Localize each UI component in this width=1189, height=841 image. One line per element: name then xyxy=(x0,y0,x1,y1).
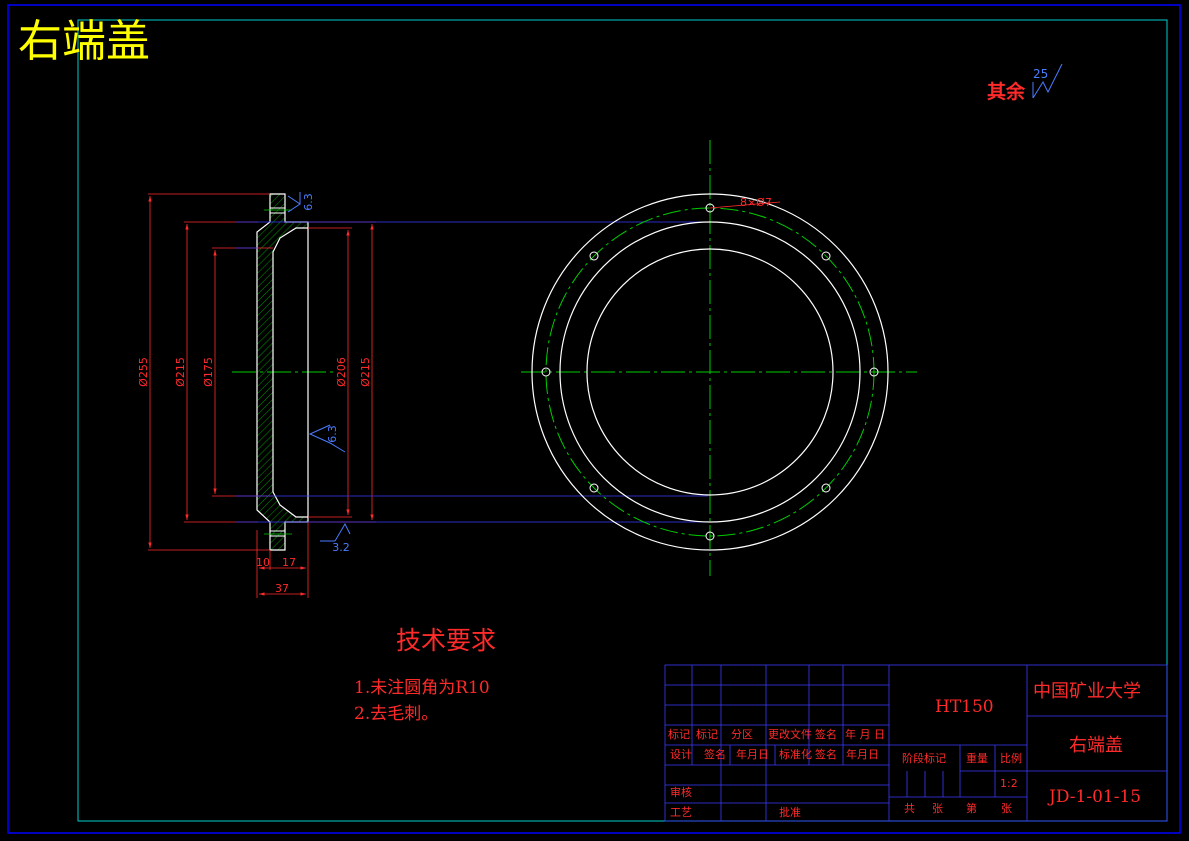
part-name: 右端盖 xyxy=(1069,735,1123,756)
outer-flange-circle xyxy=(531,193,889,551)
outer-border xyxy=(7,4,1181,834)
drawing-number: JD-1-01-15 xyxy=(1049,787,1142,807)
section-body xyxy=(256,193,309,551)
front-view: 8×Ø7 xyxy=(521,140,917,576)
drawing-title: 右端盖 xyxy=(18,16,150,67)
dim-w37: 37 xyxy=(275,582,289,595)
dim-d215-right: Ø215 xyxy=(359,357,372,387)
bolt-hole xyxy=(589,483,599,493)
design-date: 年月日 xyxy=(736,748,769,761)
tech-requirements-heading: 技术要求 xyxy=(396,626,497,655)
roughness-rest-label: 其余 xyxy=(987,81,1026,103)
dim-w17: 17 xyxy=(282,556,296,569)
dim-d215-left: Ø215 xyxy=(174,357,187,387)
projection-lines xyxy=(236,221,708,523)
dim-d175: Ø175 xyxy=(202,357,215,387)
tech-requirement-item: 1.未注圆角为R10 xyxy=(354,678,490,698)
design-signature: 签名 xyxy=(704,748,726,761)
bolt-hole xyxy=(821,483,831,493)
sheets-unit-1: 张 xyxy=(932,802,943,815)
bolt-holes xyxy=(541,203,879,541)
organization: 中国矿业大学 xyxy=(1033,681,1141,702)
bolt-circle xyxy=(545,207,875,537)
hdr-change-doc: 更改文件 xyxy=(768,728,812,741)
roughness-mid: 6.3 xyxy=(326,425,339,443)
standardization-label: 标准化 xyxy=(779,748,812,761)
hdr-mark-count: 标记 xyxy=(696,728,718,741)
dim-d255: Ø255 xyxy=(137,357,150,387)
holes-label: 8×Ø7 xyxy=(740,196,772,209)
spigot-circle xyxy=(559,221,861,523)
dim-w10: 10 xyxy=(256,556,270,569)
hdr-zone: 分区 xyxy=(731,728,753,741)
sheet-of-label: 第 xyxy=(966,802,977,815)
roughness-top: 6.3 xyxy=(302,193,315,211)
bolt-hole xyxy=(589,251,599,261)
hdr-mark: 标记 xyxy=(668,728,690,741)
hdr-signature: 签名 xyxy=(815,728,837,741)
design-label: 设计 xyxy=(670,748,692,761)
roughness-symbols xyxy=(287,63,1063,542)
scale-value: 1:2 xyxy=(1000,777,1018,790)
roughness-bottom: 3.2 xyxy=(332,541,350,554)
bolt-hole xyxy=(541,367,551,377)
sheets-total-label: 共 xyxy=(904,802,915,815)
bolt-hole xyxy=(821,251,831,261)
stage-mark: 阶段标记 xyxy=(902,752,946,765)
ratio-label: 比例 xyxy=(1000,752,1022,765)
bolt-hole xyxy=(705,531,715,541)
material: HT150 xyxy=(935,697,994,717)
standardization-signature: 签名 xyxy=(815,748,837,761)
tech-requirement-item: 2.去毛刺。 xyxy=(354,704,439,724)
bolt-hole xyxy=(869,367,879,377)
roughness-rest-value: 25 xyxy=(1033,67,1049,81)
approve-label: 批准 xyxy=(779,806,801,819)
sheets-unit-2: 张 xyxy=(1001,802,1012,815)
title-block-lines xyxy=(664,664,1168,822)
weight-label: 重量 xyxy=(966,752,988,765)
review-label: 审核 xyxy=(670,786,692,799)
side-section-view xyxy=(232,193,334,551)
dim-d206: Ø206 xyxy=(335,357,348,387)
hdr-date: 年 月 日 xyxy=(845,728,885,741)
bore-circle xyxy=(586,248,834,496)
inner-border xyxy=(77,19,1168,822)
standardization-date: 年月日 xyxy=(846,748,879,761)
process-label: 工艺 xyxy=(670,806,692,819)
